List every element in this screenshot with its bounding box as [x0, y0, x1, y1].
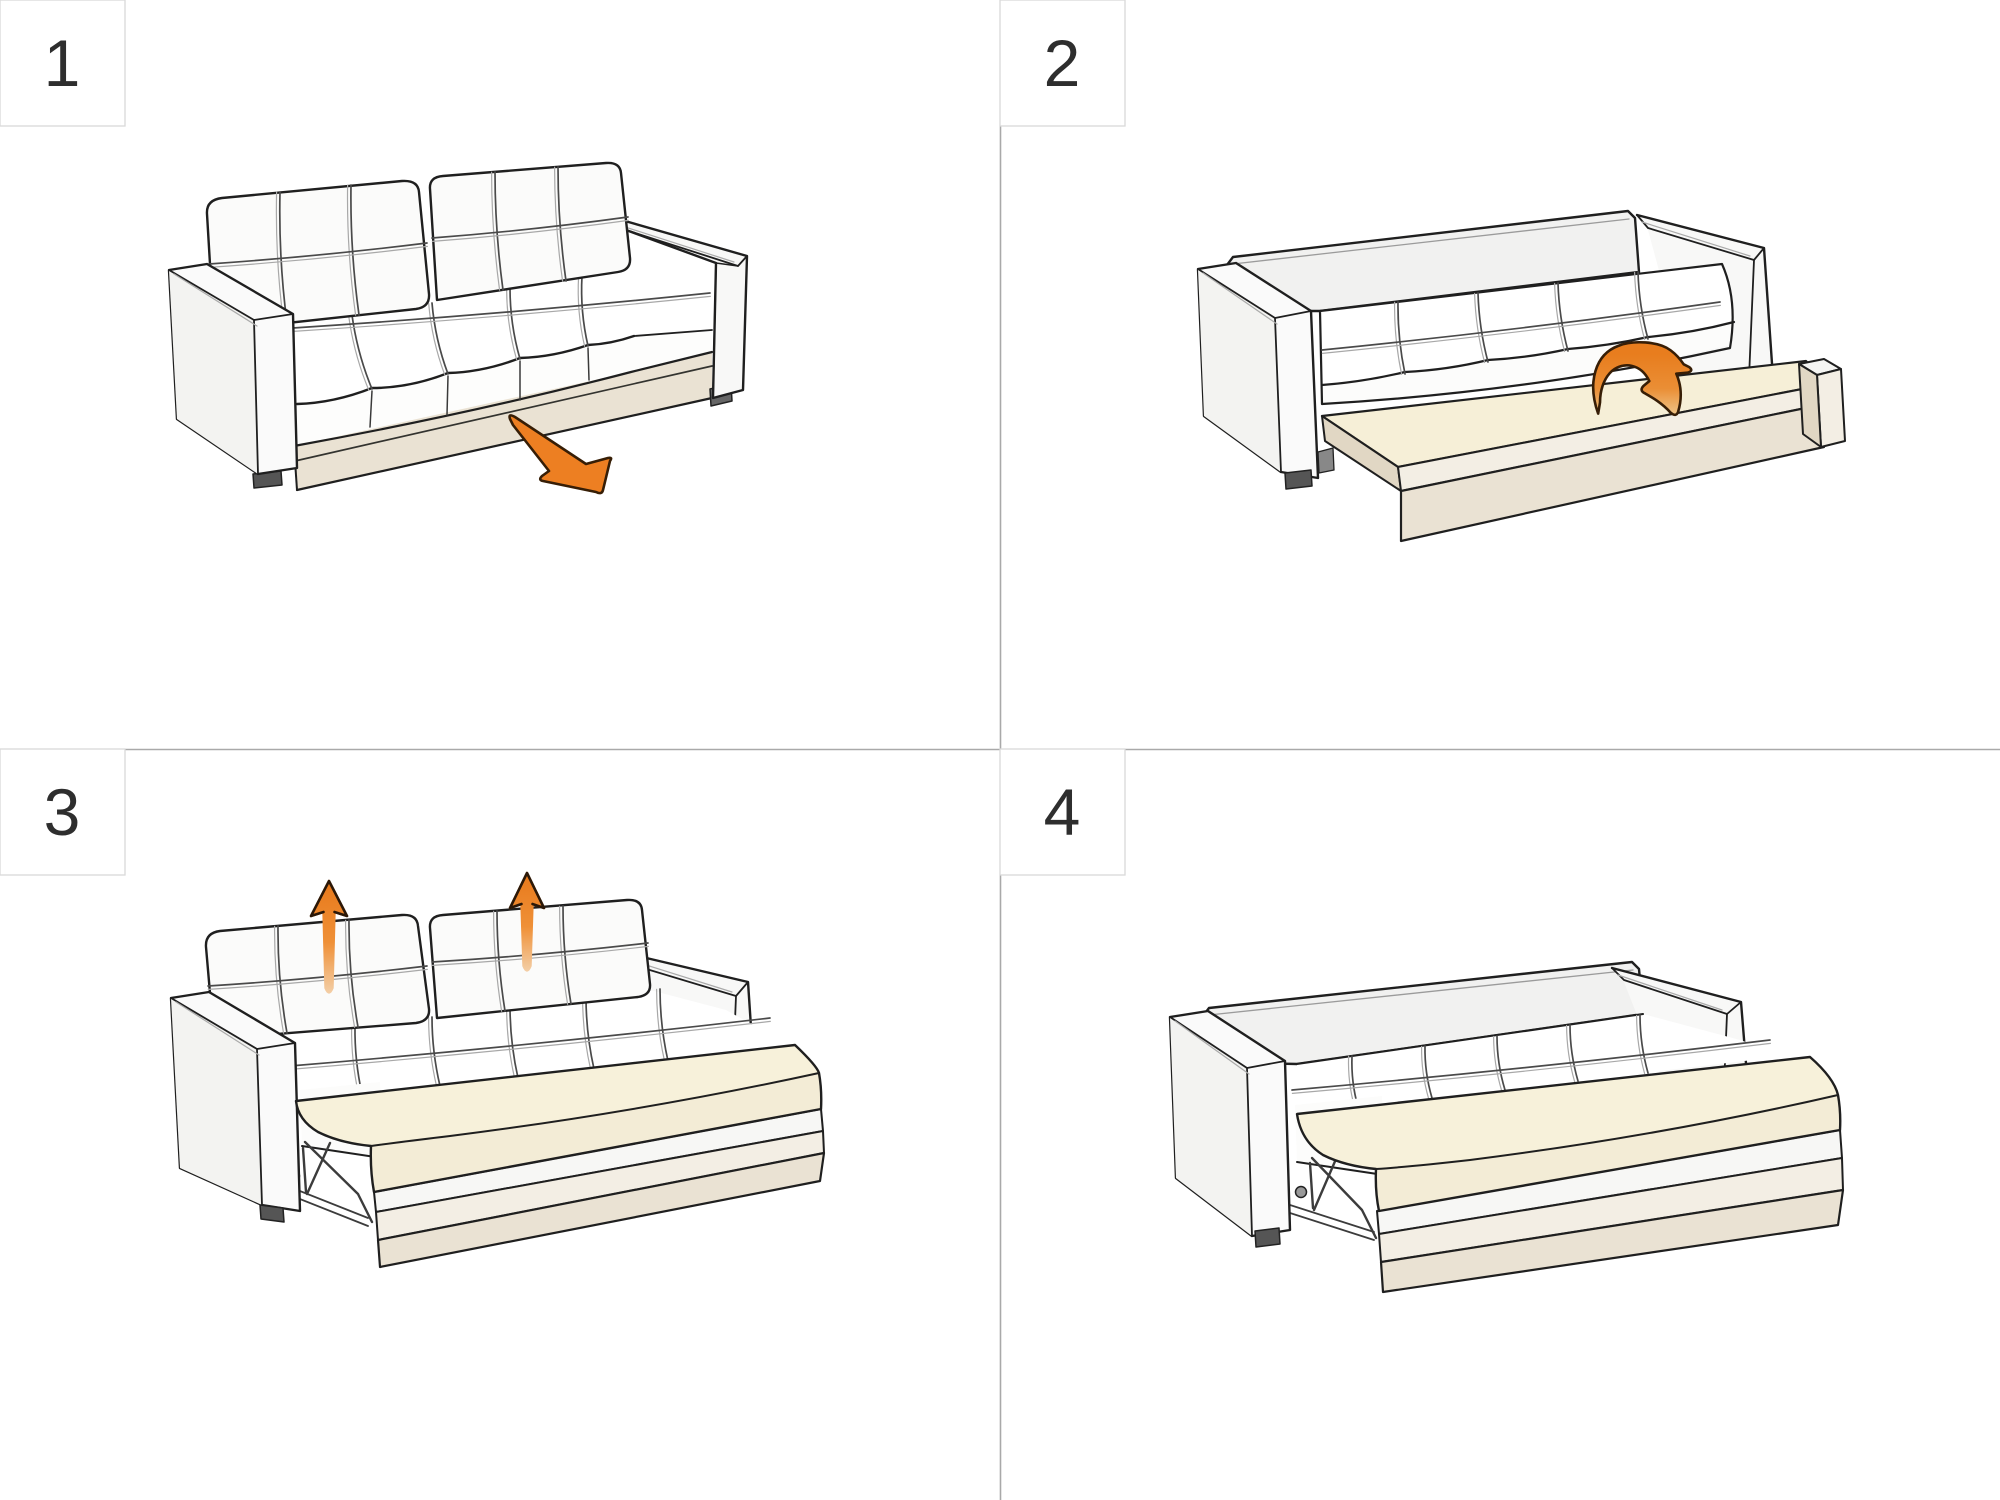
svg-text:2: 2: [1044, 26, 1081, 100]
svg-text:1: 1: [44, 26, 81, 100]
svg-text:3: 3: [44, 775, 81, 849]
svg-text:4: 4: [1044, 775, 1081, 849]
